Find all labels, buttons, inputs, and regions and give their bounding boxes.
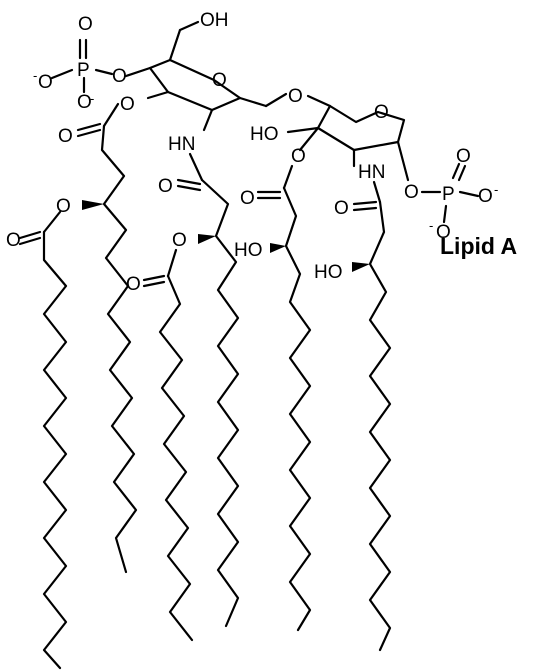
atom-o-carbonyl: O: [126, 274, 141, 295]
carbonyl-bond-a: [142, 274, 166, 282]
atom-hn: HN: [358, 162, 385, 183]
carbonyl-bond-a: [176, 178, 202, 186]
atom-o-minus: O: [77, 92, 92, 113]
ch2-bond: [306, 94, 332, 108]
ester-bond: [102, 102, 120, 128]
acyl-chain-2: O O O: [126, 152, 240, 642]
left-sugar-ring: OH O O HN O: [120, 10, 303, 155]
atom-o: O: [291, 146, 306, 167]
atom-o-ring: O: [374, 102, 389, 123]
carbonyl-bond-b: [176, 184, 202, 192]
c3-o-bond: [146, 90, 170, 100]
carbonyl-bond-a: [18, 230, 42, 240]
c4-oh-bond: [286, 126, 320, 134]
atom-p: P: [77, 60, 90, 81]
atom-oh: OH: [200, 10, 229, 31]
atom-o: O: [78, 14, 93, 35]
left-phosphate-group: O P O - O - O: [33, 14, 152, 113]
acyl-chain-3: O HO: [234, 164, 312, 632]
o-ring-bond: [124, 66, 152, 78]
diagram-title: Lipid A: [440, 233, 517, 259]
charge-minus: -: [33, 68, 37, 83]
carbonyl-bond-b: [142, 280, 166, 288]
branch-chain-backbone: [158, 274, 194, 642]
atom-o-minus: O: [478, 186, 493, 207]
charge-minus: -: [90, 91, 94, 106]
glycosidic-bond-a: [238, 96, 268, 108]
carbonyl-bond-b: [76, 122, 102, 132]
charge-minus: -: [429, 218, 433, 233]
stereo-wedge: [82, 200, 104, 210]
stereo-wedge: [198, 234, 216, 244]
chain-backbone: [282, 186, 312, 632]
atom-o-glycosidic: O: [288, 86, 303, 107]
p-o-double-bond-b: [457, 164, 467, 182]
carbonyl-bond-a: [352, 200, 378, 206]
atom-o-carbonyl: O: [6, 230, 21, 251]
carbonyl-bond-b: [18, 236, 42, 246]
carbonyl-bond-b: [352, 206, 378, 212]
atom-o-carbonyl: O: [334, 198, 349, 219]
acyl-chain-1: O O O: [6, 102, 138, 670]
p-o-minus-bond-right: [458, 190, 480, 198]
n-c-bond: [372, 180, 382, 204]
ester-o-c-bond: [42, 210, 62, 234]
chain-backbone: [368, 200, 392, 652]
c1-o-bond: [396, 140, 410, 182]
atom-ho: HO: [250, 124, 279, 145]
atom-o: O: [120, 94, 135, 115]
atom-o: O: [404, 182, 419, 203]
stereo-wedge: [352, 262, 370, 272]
charge-minus: -: [494, 182, 498, 197]
p-o-minus-bond-left: [50, 68, 74, 80]
atom-o-minus: O: [38, 72, 53, 93]
atom-o: O: [112, 66, 127, 87]
atom-o: O: [172, 230, 187, 251]
right-sugar-ring: O HO HN O O P O O - O -: [250, 94, 498, 243]
p-o-minus-bond-down: [442, 204, 448, 224]
carbonyl-bond-a: [76, 128, 102, 138]
atom-o-ring: O: [212, 70, 227, 91]
ch2-oh-bond: [178, 20, 200, 32]
atom-o-carbonyl: O: [158, 176, 173, 197]
p-o-ester-bond: [94, 68, 114, 76]
ch2-bond: [168, 28, 182, 62]
acyl-chain-4: O HO: [314, 180, 392, 652]
chain-backbone: [100, 124, 138, 574]
n-c-bond: [188, 152, 204, 182]
chain-backbone: [200, 178, 240, 628]
atom-o-minus: O: [436, 222, 451, 243]
atom-ho: HO: [314, 262, 343, 283]
c2-n-bond: [202, 108, 214, 132]
atom-p: P: [442, 184, 455, 205]
stereo-wedge: [270, 243, 286, 253]
glycosidic-bond-b: [264, 92, 288, 108]
atom-ho: HO: [234, 240, 263, 261]
ester-o-c-bond: [166, 248, 178, 278]
atom-hn: HN: [168, 134, 195, 155]
atom-o-carbonyl: O: [58, 126, 73, 147]
ring-bonds: [316, 104, 406, 152]
atom-o: O: [456, 146, 471, 167]
o-c-bond: [282, 164, 294, 190]
branch-chain-backbone: [42, 230, 68, 670]
p-o-double-bond-a: [451, 162, 461, 180]
atom-o-carbonyl: O: [240, 188, 255, 209]
c3-o-bond: [298, 126, 320, 152]
